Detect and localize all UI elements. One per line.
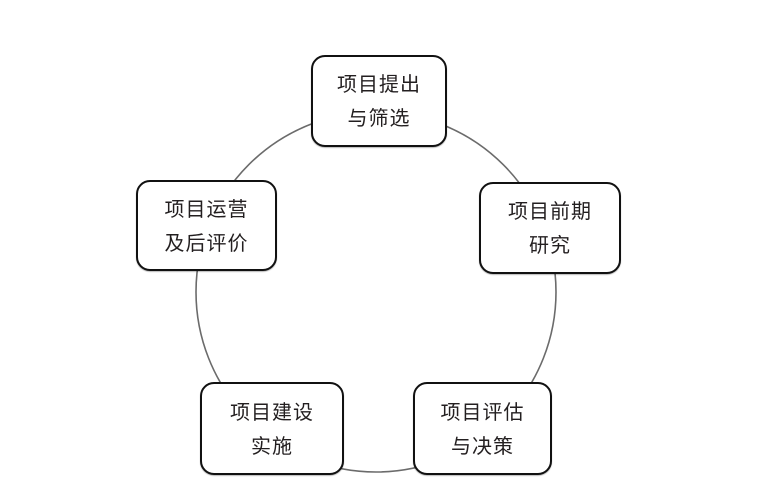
node-project-proposal-line-1: 项目提出 bbox=[337, 72, 421, 96]
node-project-proposal-line-2: 与筛选 bbox=[347, 106, 411, 130]
node-preliminary-research-line-1: 项目前期 bbox=[508, 199, 592, 223]
node-evaluation-decision[interactable]: 项目评估 与决策 bbox=[413, 382, 552, 475]
node-construction-implementation[interactable]: 项目建设 实施 bbox=[200, 382, 344, 475]
node-operation-post-evaluation-line-1: 项目运营 bbox=[164, 196, 249, 221]
node-preliminary-research-line-2: 研究 bbox=[529, 233, 571, 257]
node-operation-post-evaluation-line-2: 及后评价 bbox=[164, 230, 249, 255]
node-preliminary-research[interactable]: 项目前期 研究 bbox=[479, 182, 621, 274]
node-operation-post-evaluation[interactable]: 项目运营 及后评价 bbox=[136, 180, 277, 271]
node-construction-implementation-line-2: 实施 bbox=[251, 433, 293, 458]
node-evaluation-decision-line-2: 与决策 bbox=[451, 433, 514, 458]
node-project-proposal[interactable]: 项目提出 与筛选 bbox=[311, 55, 447, 147]
node-construction-implementation-line-1: 项目建设 bbox=[230, 399, 314, 424]
node-evaluation-decision-line-1: 项目评估 bbox=[440, 399, 525, 424]
